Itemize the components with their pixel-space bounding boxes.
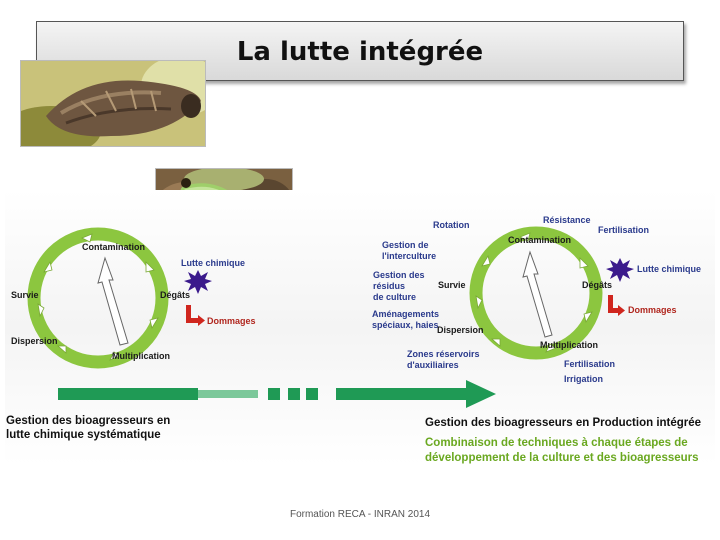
left-stage-degats: Dégâts — [160, 290, 191, 300]
technique-interculture-l1: Gestion de — [382, 240, 429, 250]
technique-residus-l3: de culture — [373, 292, 417, 302]
burst-icon — [184, 270, 212, 294]
technique-amenagements-l1: Aménagements — [372, 309, 440, 319]
technique-resistance: Résistance — [543, 215, 591, 225]
moth-photo — [20, 60, 206, 147]
right-caption: Gestion des bioagresseurs en Production … — [425, 417, 702, 429]
left-cycle-ring — [27, 227, 169, 369]
technique-fertilisation-top: Fertilisation — [598, 225, 650, 235]
right-cycle-ring — [469, 226, 603, 360]
technique-residus-l1: Gestion des — [373, 270, 425, 280]
technique-residus-l2: résidus — [373, 281, 406, 291]
right-stage-dispersion: Dispersion — [437, 325, 484, 335]
left-stage-dispersion: Dispersion — [11, 336, 58, 346]
diagram-graphics — [5, 190, 715, 465]
right-stage-multiplication: Multiplication — [540, 340, 598, 350]
transition-arrow — [58, 380, 496, 408]
left-outcome-label: Dommages — [207, 316, 256, 326]
technique-fertilisation-bottom: Fertilisation — [564, 359, 616, 369]
technique-interculture-l2: l'interculture — [382, 251, 437, 261]
technique-zones-l1: Zones réservoirs — [407, 349, 480, 359]
slide-footer: Formation RECA - INRAN 2014 — [289, 509, 431, 520]
left-stage-survie: Survie — [11, 290, 39, 300]
right-stage-degats: Dégâts — [582, 280, 613, 290]
technique-irrigation: Irrigation — [564, 374, 604, 384]
left-caption-line1: Gestion des bioagresseurs en — [6, 415, 171, 427]
technique-zones-l2: d'auxiliaires — [407, 360, 459, 370]
left-intervention-label: Lutte chimique — [181, 258, 246, 268]
left-stage-contamination: Contamination — [82, 242, 145, 252]
right-stage-contamination: Contamination — [508, 235, 571, 245]
right-subcaption-line1: Combinaison de techniques à chaque étape… — [425, 437, 688, 449]
left-stage-multiplication: Multiplication — [112, 351, 170, 361]
red-l-arrow-icon — [608, 295, 625, 316]
left-caption-line2: lutte chimique systématique — [6, 429, 161, 441]
technique-rotation: Rotation — [433, 220, 470, 230]
right-stage-survie: Survie — [438, 280, 466, 290]
burst-icon — [606, 258, 634, 282]
technique-amenagements-l2: spéciaux, haies — [372, 320, 439, 330]
slide-title: La lutte intégrée — [236, 37, 484, 67]
right-intervention-label: Lutte chimique — [637, 264, 702, 274]
right-subcaption-line2: développement de la culture et des bioag… — [425, 452, 699, 464]
right-outcome-label: Dommages — [628, 305, 677, 315]
red-l-arrow-icon — [186, 305, 205, 326]
